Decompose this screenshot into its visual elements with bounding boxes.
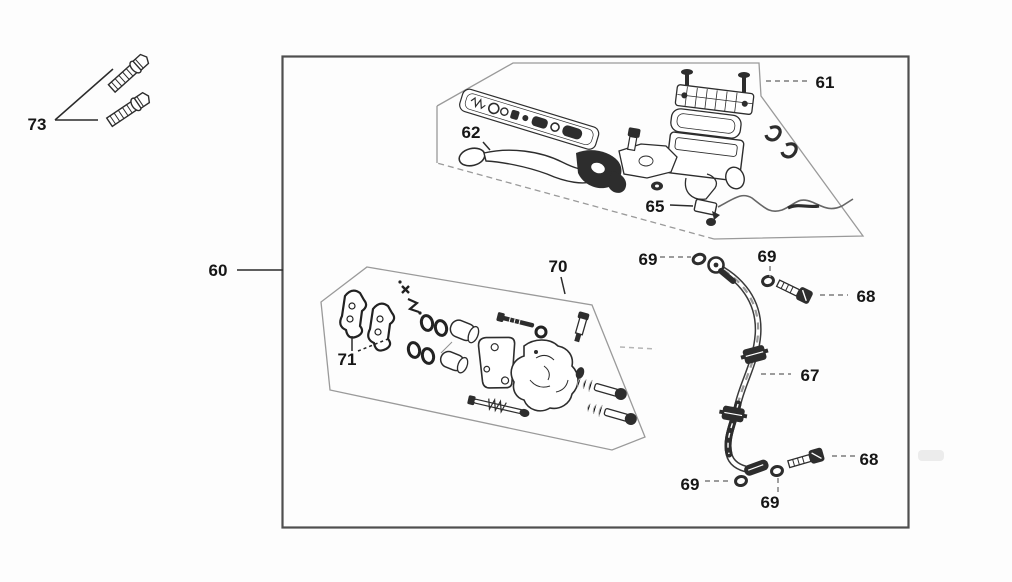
part-label-71: 71 — [338, 350, 357, 369]
mounting-bracket-plate — [477, 336, 516, 389]
part-label-68-top: 68 — [857, 287, 876, 306]
hose-clamp-upper — [740, 345, 769, 364]
piston-seal-set-upper — [419, 314, 480, 344]
part-label-69-top-left: 69 — [639, 250, 658, 269]
lever-pivot-piece — [608, 171, 627, 193]
washer-top-right — [761, 274, 775, 288]
leader-lines-solid — [54, 68, 694, 351]
lock-nut-hole — [655, 184, 659, 188]
part-label-69-bottom-center: 69 — [761, 493, 780, 512]
hose-bottom-elbow — [744, 459, 769, 476]
washer-bottom-left — [734, 474, 748, 488]
brake-pads — [339, 289, 396, 352]
part-label-69-top-right: 69 — [758, 247, 777, 266]
repair-kit-strip — [459, 88, 600, 150]
perch-detail — [638, 155, 654, 167]
reservoir-diaphragm — [670, 108, 742, 139]
slider-bolt-upper — [577, 378, 627, 400]
caliper-body — [510, 339, 585, 412]
part-label-67: 67 — [801, 366, 820, 385]
caliper-leader-dashes — [619, 346, 657, 350]
switch-wire-sleeve — [787, 204, 820, 210]
pin-boot — [575, 367, 585, 379]
seal-connector-line — [440, 341, 453, 354]
washer-bottom-center — [770, 464, 784, 478]
caliper-panel — [320, 266, 646, 451]
part-label-65: 65 — [646, 197, 665, 216]
flange-bolt-pair — [105, 53, 151, 128]
banjo-bolt-top — [775, 279, 813, 304]
brake-hose — [708, 260, 762, 474]
brake-lever — [458, 147, 627, 193]
banjo-bolt-bottom — [787, 447, 825, 469]
part-label-62: 62 — [462, 123, 481, 142]
washer-top-left — [691, 252, 707, 266]
slider-bolt-lower — [587, 403, 637, 425]
part-label-70: 70 — [549, 257, 568, 276]
pin-washer — [534, 325, 548, 339]
part-label-73: 73 — [28, 115, 47, 134]
leader-pads-dashed — [357, 338, 389, 352]
scan-smudge — [918, 450, 944, 461]
leader-lines-dashed — [660, 80, 856, 492]
hose-top-banjo — [707, 256, 736, 284]
part-label-60: 60 — [209, 261, 228, 280]
hose-clip-a — [764, 125, 782, 142]
reservoir-cap-plate — [674, 84, 755, 115]
cylinder-foot-bracket — [684, 173, 718, 200]
pivot-bolt-part — [626, 127, 641, 152]
bleeder-valve — [574, 311, 590, 343]
pad-springs — [398, 280, 422, 315]
part-label-69-bottom-left: 69 — [681, 475, 700, 494]
master-cylinder-panel — [436, 62, 865, 240]
slide-pin-spring — [467, 395, 530, 418]
hose-clamp-lower — [719, 405, 748, 423]
piston-seal-set-lower — [406, 341, 469, 374]
assembly-box — [281, 55, 910, 529]
switch-part — [693, 198, 720, 226]
hose-clip-b — [780, 142, 798, 159]
cylinder-outlet-boss — [725, 166, 745, 190]
switch-wire — [717, 194, 854, 213]
lever-perch — [618, 143, 678, 179]
part-label-68-bottom: 68 — [860, 450, 879, 469]
pad-pin — [496, 312, 535, 328]
part-label-61: 61 — [816, 73, 835, 92]
